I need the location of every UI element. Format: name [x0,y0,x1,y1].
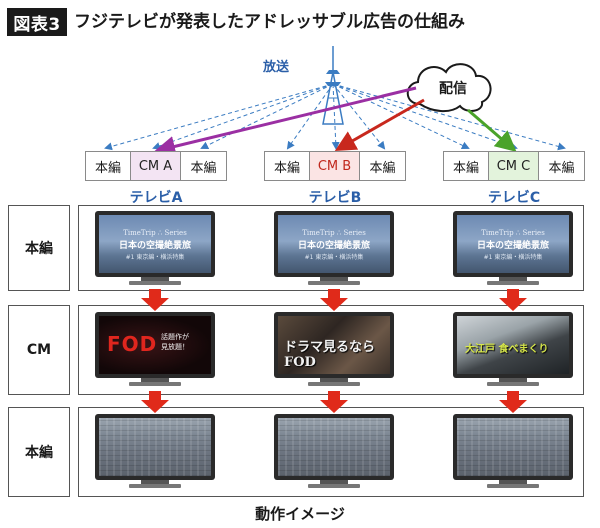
footer-caption: 動作イメージ [255,505,345,523]
figure-title: フジテレビが発表したアドレッサブル広告の仕組み [74,12,465,32]
row-label-program-2: 本編 [8,407,70,497]
segment-program: 本編 [264,151,310,181]
down-arrow-icon [499,391,527,413]
segment-program: 本編 [181,151,227,181]
city-screen [99,418,211,476]
down-arrow-icon [320,289,348,311]
down-arrow-icon [320,391,348,413]
figure-badge: 図表3 [7,8,67,36]
down-arrow-icon [499,289,527,311]
down-arrow-icon [141,391,169,413]
segment-program: 本編 [360,151,406,181]
tv-b-program-resume [274,414,394,488]
tv-c-program-resume [453,414,573,488]
tv-a-program: TimeTrip ∴ Series 日本の空撮絶景旅 #1 東京編・横浜特集 [95,211,215,285]
segment-cm-a: CM A [131,151,181,181]
segment-cm-b: CM B [310,151,360,181]
tv-label-a: テレビA [129,190,183,206]
program-screen: TimeTrip ∴ Series 日本の空撮絶景旅 #1 東京編・横浜特集 [457,215,569,273]
cm-a-screen: FOD 話題作が見放題！ [99,316,211,374]
tv-c-program: TimeTrip ∴ Series 日本の空撮絶景旅 #1 東京編・横浜特集 [453,211,573,285]
tv-b-cm: ドラマ見るならFOD [274,312,394,386]
program-screen: TimeTrip ∴ Series 日本の空撮絶景旅 #1 東京編・横浜特集 [278,215,390,273]
tv-label-b: テレビB [308,190,362,206]
tv-b-program: TimeTrip ∴ Series 日本の空撮絶景旅 #1 東京編・横浜特集 [274,211,394,285]
tv-label-c: テレビC [487,190,541,206]
city-screen [457,418,569,476]
segment-program: 本編 [443,151,489,181]
broadcast-label: 放送 [263,60,290,75]
segments-tv-a: 本編 CM A 本編 [85,151,227,181]
delivery-arrow-b [334,98,425,151]
tv-a-cm: FOD 話題作が見放題！ [95,312,215,386]
down-arrow-icon [141,289,169,311]
segments-tv-b: 本編 CM B 本編 [264,151,406,181]
delivery-arrow-a [154,86,417,157]
distribution-diagram [104,46,566,157]
cm-c-screen: 大江戸 食べまくり [457,316,569,374]
city-screen [278,418,390,476]
segments-tv-c: 本編 CM C 本編 [443,151,585,181]
row-label-program-1: 本編 [8,205,70,291]
program-screen: TimeTrip ∴ Series 日本の空撮絶景旅 #1 東京編・横浜特集 [99,215,211,273]
segment-program: 本編 [539,151,585,181]
segment-cm-c: CM C [489,151,539,181]
delivery-label: 配信 [439,81,467,97]
tv-a-program-resume [95,414,215,488]
delivery-arrow-c [467,108,517,152]
cm-b-screen: ドラマ見るならFOD [278,316,390,374]
broadcast-lines [104,83,566,151]
segment-program: 本編 [85,151,131,181]
row-label-cm: CM [8,305,70,395]
cloud-icon [406,63,492,112]
tv-c-cm: 大江戸 食べまくり [453,312,573,386]
